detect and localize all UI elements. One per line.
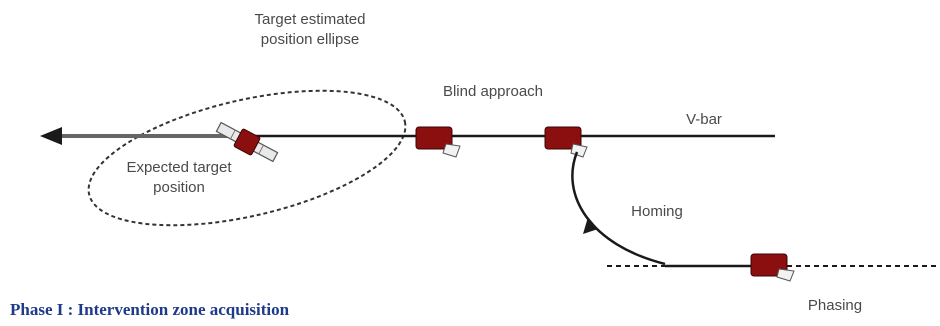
phase-caption: Phase I : Intervention zone acquisition: [10, 300, 290, 319]
homing-label: Homing: [631, 203, 683, 220]
expected-position-label-line1: Expected target: [126, 159, 232, 176]
arrowhead-left-icon: [40, 127, 62, 145]
blind-approach-label: Blind approach: [443, 83, 543, 100]
expected-position-label-line2: position: [153, 179, 205, 196]
phasing-label: Phasing: [808, 297, 862, 314]
vbar-label: V-bar: [686, 111, 722, 128]
chaser-vehicle-icon: [750, 253, 795, 282]
chaser-vehicle-icon: [544, 126, 588, 158]
ellipse-label-line2: position ellipse: [261, 31, 359, 48]
homing-arrowhead-icon: [583, 217, 598, 234]
target-position-ellipse: [87, 89, 407, 227]
chaser-vehicle-icon: [415, 126, 461, 158]
homing-trajectory: [571, 151, 666, 266]
target-satellite-icon: [215, 121, 279, 163]
ellipse-label-line1: Target estimated: [255, 11, 366, 28]
